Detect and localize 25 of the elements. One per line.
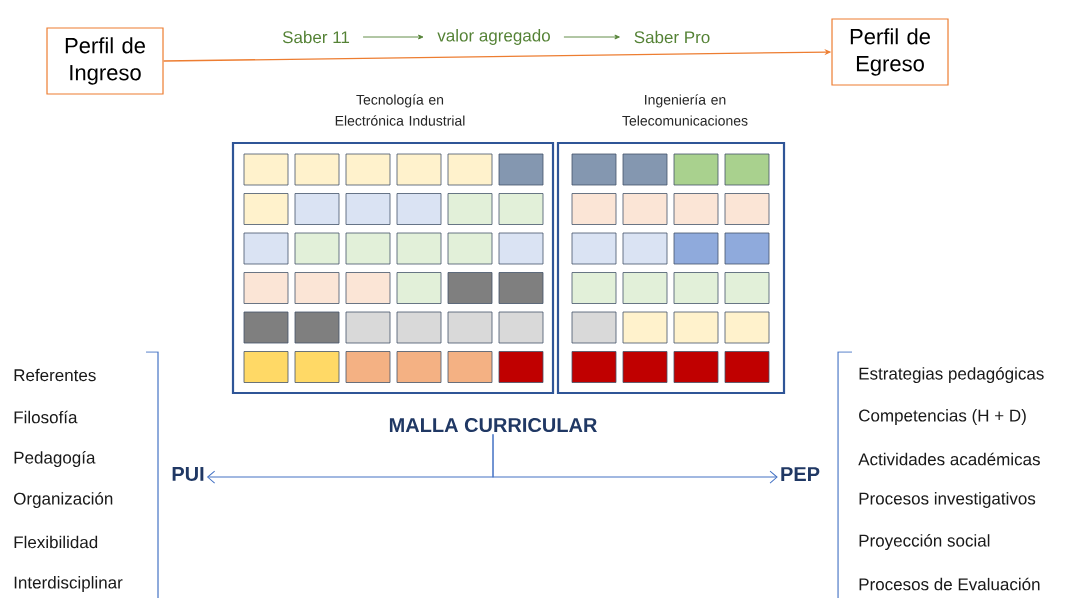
grid-heading: Tecnología en Electrónica Industrial: [335, 94, 465, 126]
profile-box: Perfil de Ingreso: [46, 27, 164, 95]
list-item: Proyección social: [859, 534, 990, 551]
list-item: Filosofía: [14, 410, 78, 424]
arrow: [563, 34, 620, 40]
arrow: [362, 34, 424, 40]
list-item: Actividades académicas: [858, 452, 1040, 466]
list-item: Organización: [14, 492, 113, 509]
heading-text: PUI: [172, 467, 204, 481]
arrow: [492, 433, 778, 484]
profile-box: Perfil de Egreso: [831, 18, 949, 86]
stage-text: Saber 11: [282, 30, 350, 44]
list-item: Procesos de Evaluación: [859, 577, 1040, 591]
stage-text: Saber Pro: [634, 30, 710, 44]
list-item: Pedagogía: [14, 451, 96, 468]
list-item: Referentes: [14, 368, 96, 382]
list-item: Competencias (H + D): [859, 409, 1026, 425]
list-item: Interdisciplinar: [14, 576, 123, 592]
heading-text: MALLA CURRICULAR: [389, 417, 597, 433]
grid-heading: Ingeniería en Telecomunicaciones: [622, 94, 748, 126]
stage-text: valor agregado: [437, 29, 550, 45]
list-item: Flexibilidad: [14, 535, 98, 549]
heading-text: PEP: [781, 467, 820, 481]
list-item: Estrategias pedagógicas: [859, 367, 1044, 384]
list-item: Procesos investigativos: [859, 492, 1036, 508]
